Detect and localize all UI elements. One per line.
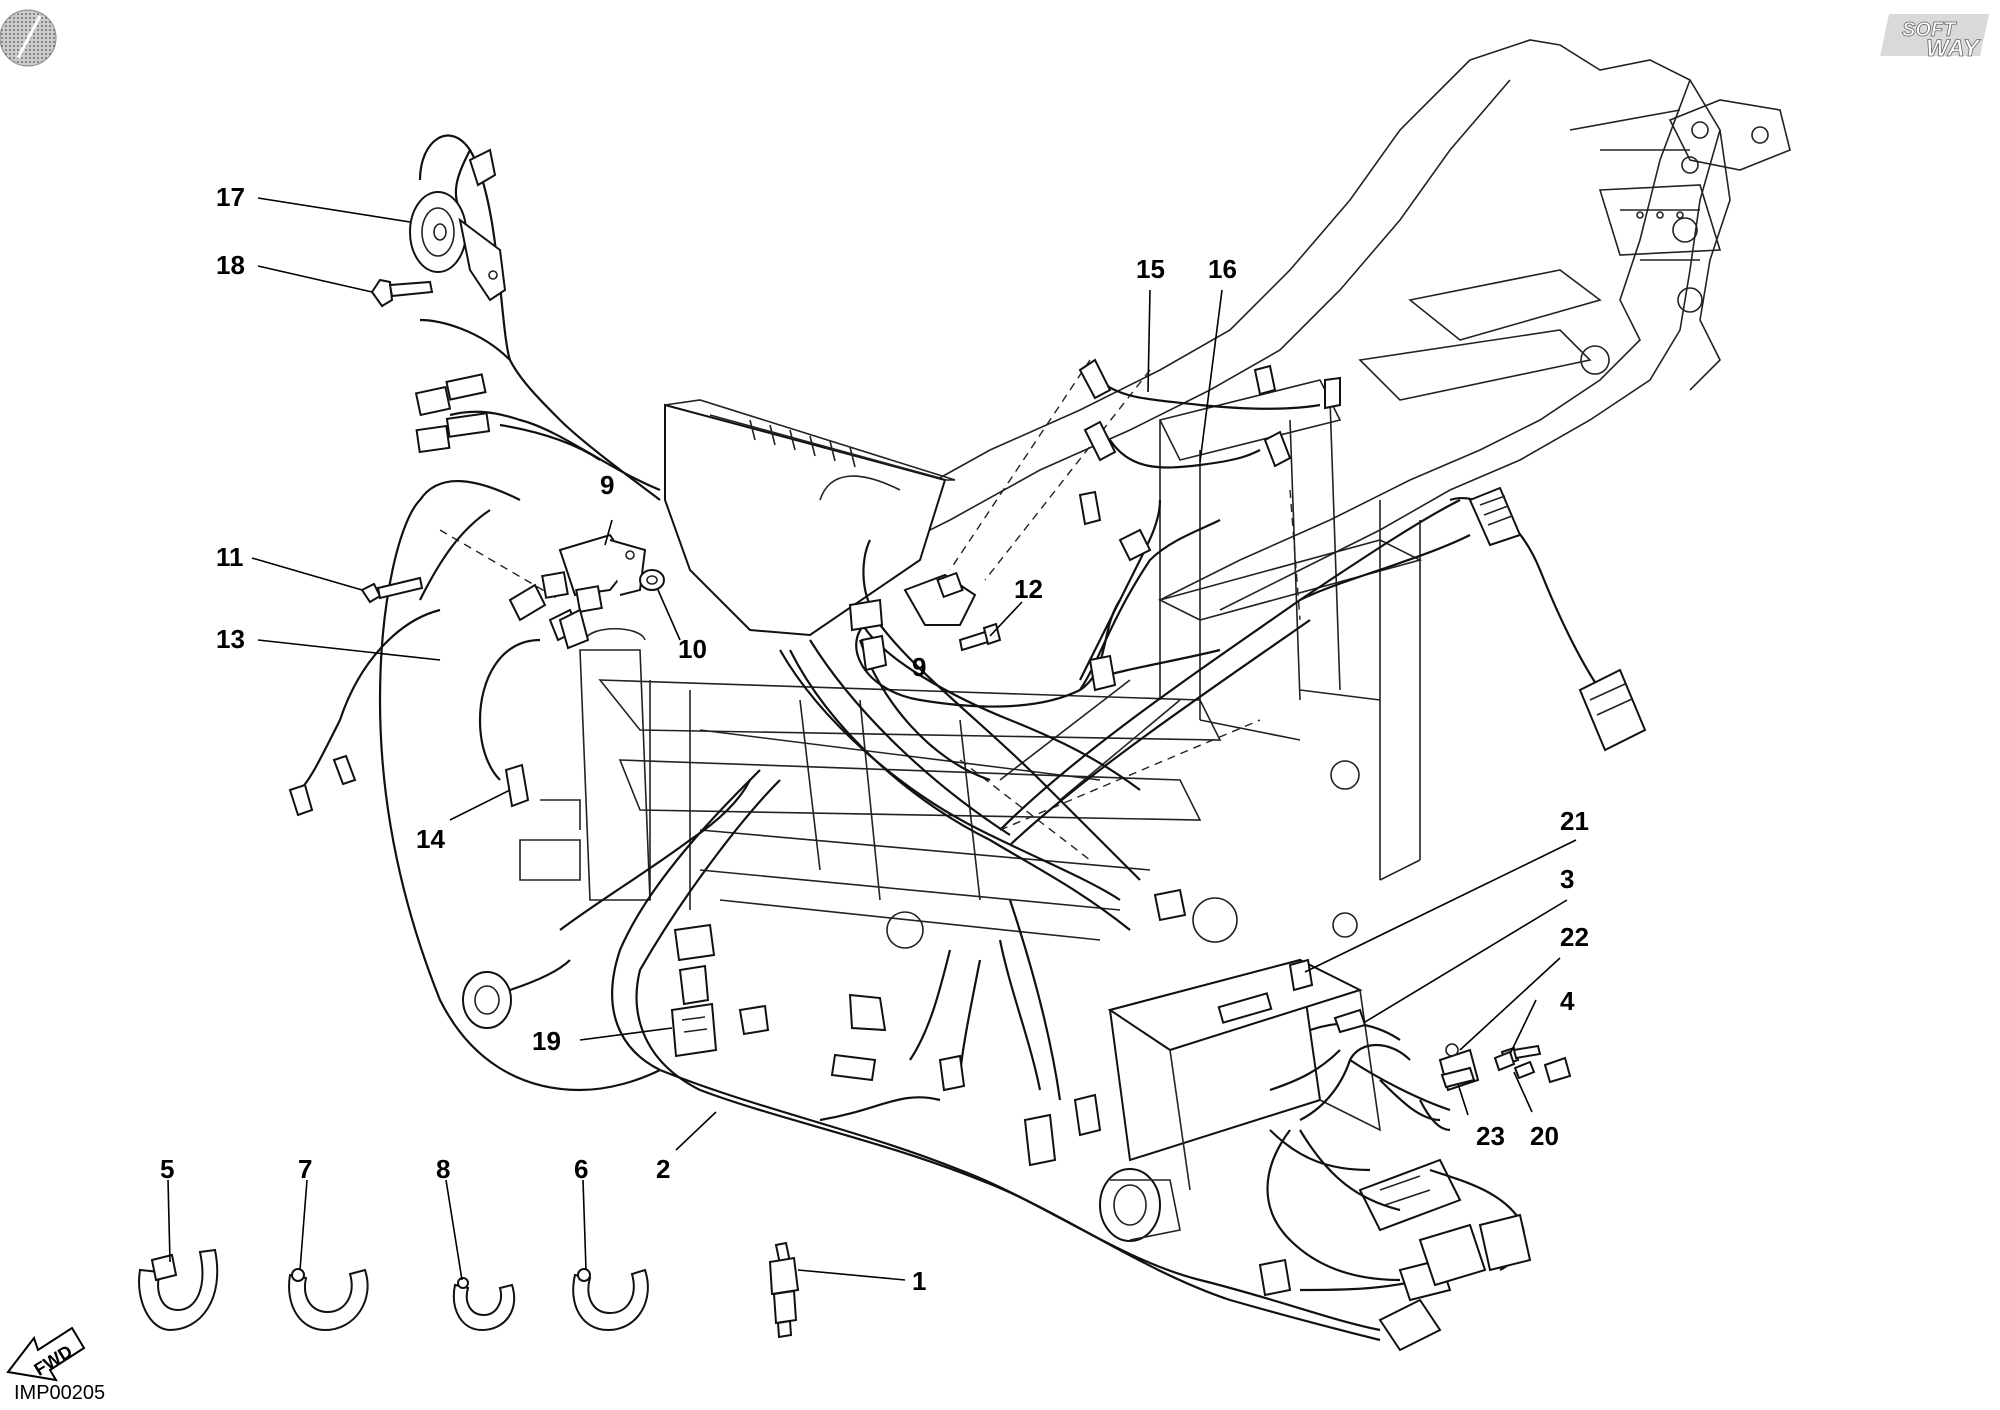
fuse-box-19	[670, 923, 718, 1058]
callout-12: 12	[1014, 574, 1043, 604]
ht-leads-15-16	[1078, 358, 1341, 469]
callout-13: 13	[216, 624, 245, 654]
bolt-18	[370, 278, 434, 308]
relay-parts-right	[1288, 958, 1572, 1092]
starter-motor	[1099, 1168, 1181, 1242]
voltage-regulator	[1358, 1158, 1462, 1232]
callout-20: 20	[1530, 1121, 1559, 1151]
callout-21: 21	[1560, 806, 1589, 836]
main-wiring-harness	[611, 497, 1601, 1342]
forward-arrow-icon: FWD	[6, 1326, 86, 1382]
callout-19: 19	[532, 1026, 561, 1056]
softway-logo: SOFT WAY	[1880, 14, 1990, 62]
callout-9-left: 9	[600, 470, 614, 500]
callout-17: 17	[216, 182, 245, 212]
leader-lines	[167, 197, 1577, 1281]
ignition-coil-right	[903, 571, 977, 626]
cable-clip-7	[288, 1268, 369, 1332]
reference-code: IMP00205	[14, 1382, 106, 1404]
logo-line-way: WAY	[1926, 35, 1981, 62]
left-harness-branch	[378, 134, 751, 1092]
cable-clip-6	[572, 1268, 649, 1332]
corner-disc-icon	[0, 9, 57, 67]
lower-connectors	[738, 993, 1102, 1167]
logo-line-soft: SOFT	[1902, 19, 1957, 41]
callout-16: 16	[1208, 254, 1237, 284]
callout-8: 8	[436, 1154, 450, 1184]
callouts: 17 18 9 11 10 13 14 15 16 12 9 21 3 22 4…	[160, 182, 1589, 1296]
callout-9-right: 9	[912, 652, 926, 682]
rear-connectors	[1258, 1213, 1532, 1352]
instrument-tray	[664, 399, 956, 637]
battery	[1107, 958, 1382, 1191]
horn	[409, 148, 507, 302]
callout-3: 3	[1560, 864, 1574, 894]
ht-lead-13	[288, 583, 580, 817]
callout-2: 2	[656, 1154, 670, 1184]
callout-18: 18	[216, 250, 245, 280]
spark-plug	[768, 1241, 800, 1339]
routing-lines	[439, 359, 1301, 861]
connector-pair-left	[414, 373, 491, 454]
callout-10: 10	[678, 634, 707, 664]
screw-11	[360, 576, 424, 604]
screw-12	[958, 622, 1002, 652]
callout-5: 5	[160, 1154, 174, 1184]
callout-15: 15	[1136, 254, 1165, 284]
callout-23: 23	[1476, 1121, 1505, 1151]
callout-4: 4	[1560, 986, 1575, 1016]
sensor-connectors-upper	[848, 490, 1187, 922]
connector-tail	[1468, 486, 1647, 752]
callout-11: 11	[216, 542, 244, 572]
callout-22: 22	[1560, 922, 1589, 952]
callout-6: 6	[574, 1154, 588, 1184]
callout-7: 7	[298, 1154, 312, 1184]
cable-clip-5	[138, 1248, 219, 1332]
ignition-coil-left	[541, 533, 647, 613]
round-connector	[462, 959, 571, 1029]
callout-14: 14	[416, 824, 445, 854]
nut-10	[639, 569, 665, 591]
callout-1: 1	[912, 1266, 926, 1296]
cable-clip-8	[452, 1277, 516, 1332]
ht-lead-14	[478, 608, 590, 808]
